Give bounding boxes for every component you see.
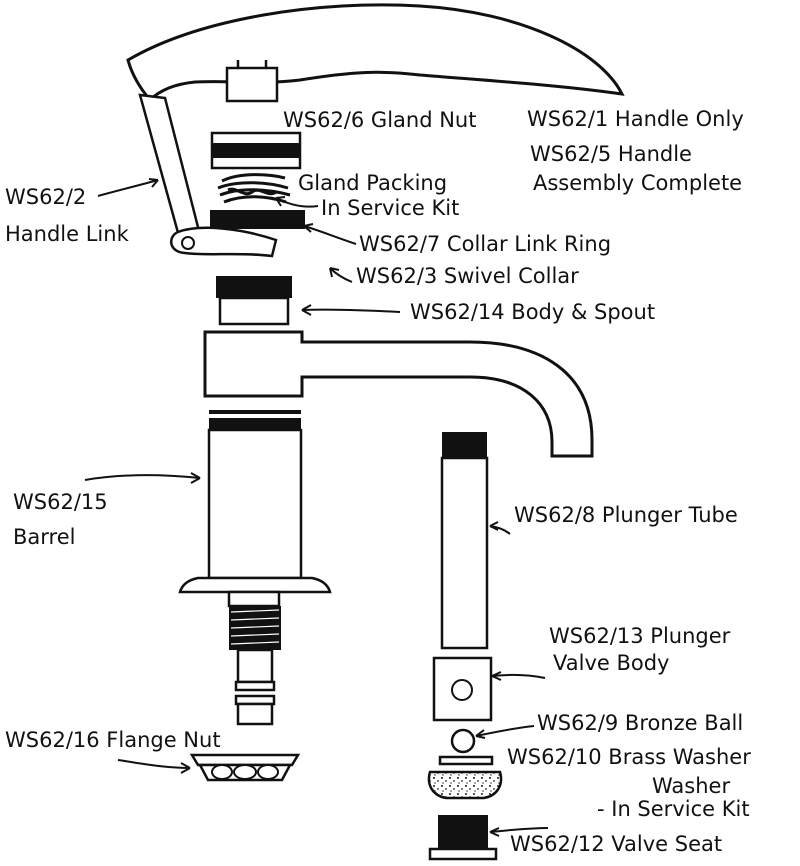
label-swivel-collar: WS62/3 Swivel Collar xyxy=(356,264,579,288)
label-handle-link-1: WS62/2 xyxy=(5,185,86,209)
label-body-spout: WS62/14 Body & Spout xyxy=(410,300,655,324)
leader-plunger-valve xyxy=(491,673,546,679)
label-valve-seat: WS62/12 Valve Seat xyxy=(510,832,722,856)
label-handle-only: WS62/1 Handle Only xyxy=(527,107,744,131)
barrel-cap xyxy=(209,410,301,430)
barrel-flange xyxy=(178,576,332,594)
handle xyxy=(126,3,625,103)
leader-collar-link-ring xyxy=(303,225,357,245)
label-handle-assembly-2: Assembly Complete xyxy=(533,171,742,195)
leader-barrel xyxy=(84,474,201,481)
label-flange-nut: WS62/16 Flange Nut xyxy=(5,728,221,752)
label-plunger-valve-2: Valve Body xyxy=(553,651,669,675)
label-handle-link-2: Handle Link xyxy=(5,222,130,246)
handle-stem-cap xyxy=(225,66,279,103)
link-pin xyxy=(181,236,195,250)
swivel-collar xyxy=(216,276,292,298)
label-bronze-ball: WS62/9 Bronze Ball xyxy=(537,711,743,735)
label-barrel-1: WS62/15 xyxy=(13,490,108,514)
flange-nut xyxy=(189,753,301,782)
label-plunger-tube: WS62/8 Plunger Tube xyxy=(514,503,738,527)
label-gland-packing-1: Gland Packing xyxy=(298,171,447,195)
valve-seat xyxy=(438,815,488,849)
body-and-spout xyxy=(203,330,594,458)
leader-flange-nut xyxy=(117,759,191,769)
barrel xyxy=(207,428,303,580)
label-washer: Washer xyxy=(652,774,730,798)
leader-body-spout xyxy=(301,308,401,313)
handle-link xyxy=(138,93,202,242)
label-gland-nut: WS62/6 Gland Nut xyxy=(283,108,476,132)
leader-swivel-collar xyxy=(329,267,353,283)
label-brass-washer: WS62/10 Brass Washer xyxy=(507,745,751,769)
leader-gland-packing xyxy=(275,197,319,208)
brass-washer xyxy=(438,755,494,766)
leader-bronze-ball xyxy=(475,725,535,737)
leader-handle-link xyxy=(97,179,159,197)
plunger-tube xyxy=(440,456,489,650)
label-plunger-valve-1: WS62/13 Plunger xyxy=(549,624,731,648)
label-barrel-2: Barrel xyxy=(13,525,75,549)
plunger-tube-cap xyxy=(442,432,487,458)
label-in-service-kit: - In Service Kit xyxy=(597,797,750,821)
label-handle-assembly-1: WS62/5 Handle xyxy=(530,142,692,166)
collar-link-ring xyxy=(210,210,305,229)
leader-valve-seat xyxy=(489,827,549,833)
label-collar-link-ring: WS62/7 Collar Link Ring xyxy=(359,232,611,256)
washer xyxy=(427,770,503,800)
label-gland-packing-2: In Service Kit xyxy=(321,196,459,220)
bronze-ball xyxy=(450,728,476,754)
